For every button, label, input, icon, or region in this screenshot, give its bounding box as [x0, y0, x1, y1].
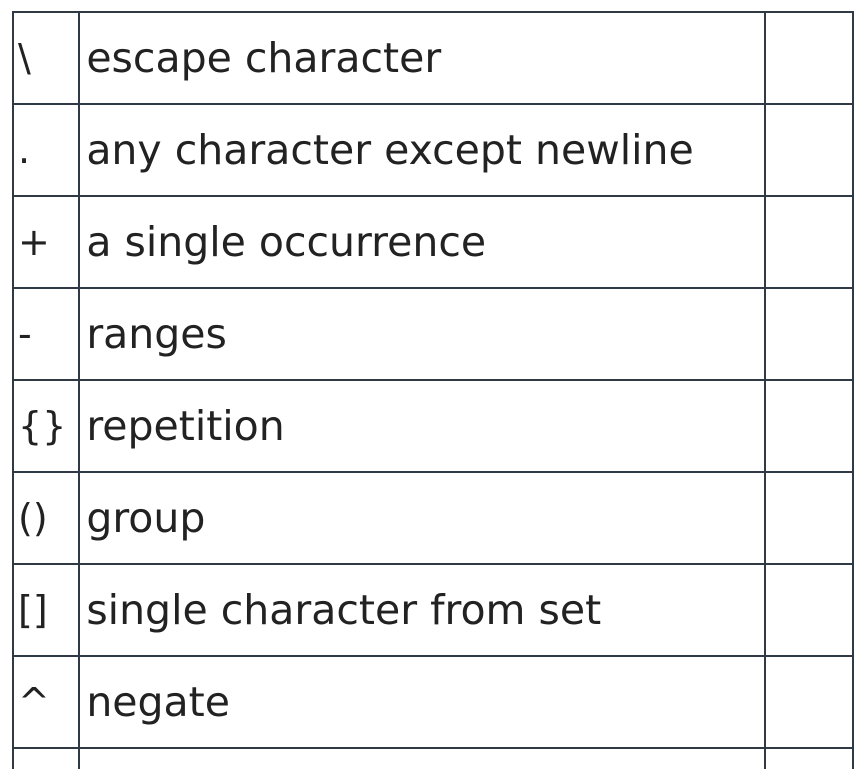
table-row: {} repetition — [11, 379, 855, 473]
table-row: [] single character from set — [11, 563, 855, 657]
table-row: ^ negate — [11, 655, 855, 749]
table-row: - ranges — [11, 287, 855, 381]
symbol-cell: () — [11, 471, 81, 565]
empty-cell — [763, 563, 855, 657]
table-row-partial — [11, 747, 855, 769]
table-row: . any character except newline — [11, 103, 855, 197]
description-cell: escape character — [78, 11, 766, 105]
empty-cell — [763, 379, 855, 473]
symbol-cell: . — [11, 103, 81, 197]
description-cell: single character from set — [78, 563, 766, 657]
symbol-cell: - — [11, 287, 81, 381]
table-row: () group — [11, 471, 855, 565]
description-cell: ranges — [78, 287, 766, 381]
description-cell — [78, 747, 766, 769]
empty-cell — [763, 655, 855, 749]
description-cell: negate — [78, 655, 766, 749]
table-row: \ escape character — [11, 11, 855, 105]
symbol-cell: \ — [11, 11, 81, 105]
regex-metacharacter-table: \ escape character . any character excep… — [11, 11, 855, 769]
empty-cell — [763, 287, 855, 381]
description-cell: repetition — [78, 379, 766, 473]
symbol-cell: [] — [11, 563, 81, 657]
empty-cell — [763, 11, 855, 105]
description-cell: a single occurrence — [78, 195, 766, 289]
empty-cell — [763, 195, 855, 289]
description-cell: group — [78, 471, 766, 565]
description-cell: any character except newline — [78, 103, 766, 197]
symbol-cell: {} — [11, 379, 81, 473]
empty-cell — [763, 471, 855, 565]
empty-cell — [763, 747, 855, 769]
empty-cell — [763, 103, 855, 197]
regex-metacharacter-table-container: \ escape character . any character excep… — [11, 11, 855, 769]
symbol-cell: ^ — [11, 655, 81, 749]
table-row: + a single occurrence — [11, 195, 855, 289]
symbol-cell — [11, 747, 81, 769]
symbol-cell: + — [11, 195, 81, 289]
